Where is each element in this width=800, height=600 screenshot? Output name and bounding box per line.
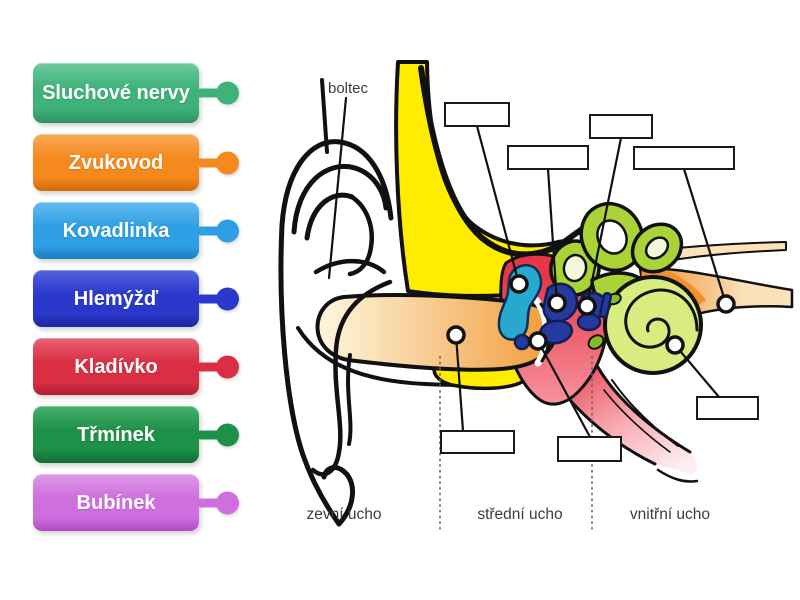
label-chip-text: Bubínek	[76, 491, 156, 514]
target-dot-malleus[interactable]	[509, 274, 529, 294]
boltec-label: boltec	[328, 80, 369, 97]
target-dot-eardrum[interactable]	[528, 331, 548, 351]
label-chip-text: Zvukovod	[68, 151, 164, 174]
label-chip-text: Hlemýžď	[73, 287, 159, 310]
target-dot-cochlea[interactable]	[665, 335, 685, 355]
region-label-outer: zevní ucho	[307, 506, 382, 523]
eustachian-tube-tip-line	[656, 468, 699, 483]
connector-stem	[197, 88, 224, 98]
eustachian-tube-right-line	[594, 362, 692, 454]
connector-dot	[216, 355, 239, 378]
diagram-texts: boltec zevní ucho střední ucho vnitřní u…	[307, 80, 711, 523]
label-chip-text: Kladívko	[74, 355, 158, 378]
label-chip-text: Třmínek	[77, 423, 155, 446]
labels-panel: Sluchové nervy Zvukovod Kovadlinka Hlemý…	[33, 63, 239, 542]
eustachian-tube-fill	[550, 364, 697, 474]
drop-box-3[interactable]	[507, 145, 589, 170]
label-chip[interactable]: Bubínek	[33, 474, 239, 531]
cochlea-spiral	[624, 288, 699, 349]
region-label-inner: vnitřní ucho	[630, 506, 710, 523]
boltec-leader-line	[327, 96, 348, 280]
target-dot-canal[interactable]	[446, 325, 466, 345]
region-label-middle: střední ucho	[477, 506, 562, 523]
label-chip[interactable]: Sluchové nervy	[33, 63, 239, 123]
target-dot-stapes[interactable]	[577, 296, 597, 316]
target-dot-incus[interactable]	[547, 293, 567, 313]
connector-dot	[216, 151, 239, 174]
connector-stem	[197, 498, 224, 507]
connector-dot	[216, 287, 239, 310]
connector-dot	[216, 81, 239, 105]
label-chip[interactable]: Hlemýžď	[33, 270, 239, 327]
label-chip-text: Sluchové nervy	[42, 82, 190, 104]
drop-boxes	[440, 102, 759, 462]
label-chip[interactable]: Zvukovod	[33, 134, 239, 191]
drop-box-1[interactable]	[444, 102, 510, 127]
boltec-tick-line	[320, 78, 329, 154]
connector-stem	[197, 158, 224, 167]
drop-box-7[interactable]	[696, 396, 759, 420]
drop-box-5[interactable]	[440, 430, 515, 454]
ear-artwork	[278, 60, 794, 527]
connector-dot	[216, 491, 239, 514]
semicircular-canals	[549, 201, 684, 297]
drop-box-6[interactable]	[557, 436, 622, 462]
leader-lines	[454, 125, 728, 438]
pinna-outline	[278, 139, 394, 527]
connector-stem	[197, 294, 224, 303]
eustachian-tube-inner-line2	[603, 389, 671, 453]
drop-box-2[interactable]	[589, 114, 653, 139]
target-dot-nerve[interactable]	[716, 294, 736, 314]
ear-canal-tube	[315, 293, 559, 372]
eustachian-tube-inner-line1	[611, 379, 679, 447]
connector-stem	[197, 226, 224, 235]
cochlea-spot-left	[587, 334, 605, 350]
connector-stem	[197, 430, 224, 439]
connector-dot	[216, 423, 239, 446]
label-chip[interactable]: Třmínek	[33, 406, 239, 463]
target-dots	[446, 274, 736, 355]
label-chip[interactable]: Kladívko	[33, 338, 239, 395]
drop-box-4[interactable]	[633, 146, 735, 170]
label-chip[interactable]: Kovadlinka	[33, 202, 239, 259]
label-chip-text: Kovadlinka	[62, 219, 170, 242]
connector-stem	[197, 362, 224, 371]
connector-dot	[216, 219, 239, 242]
